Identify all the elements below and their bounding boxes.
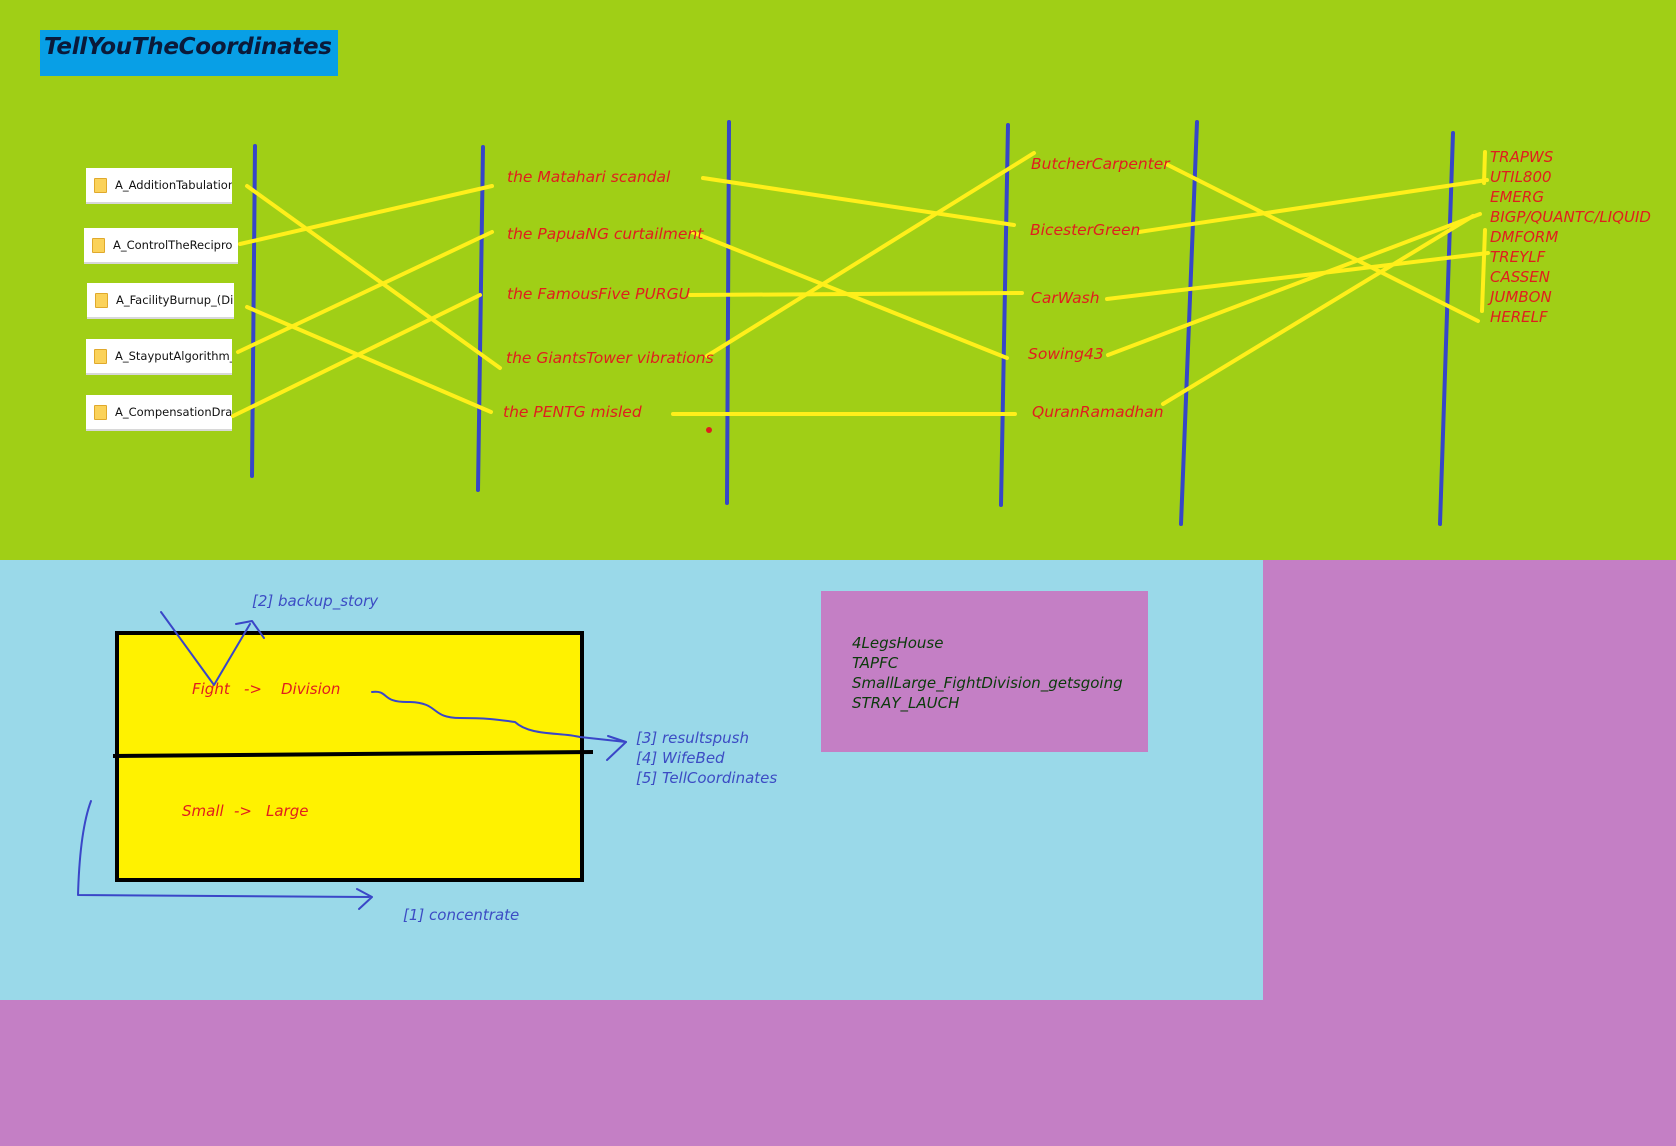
resultspush-path <box>371 690 627 743</box>
folder-label: A_ControlTheRecipro <box>113 238 233 252</box>
node-label: the PENTG misled <box>503 403 642 421</box>
division-label: Division <box>281 680 341 698</box>
node-label: the GiantsTower vibrations <box>506 349 714 367</box>
axis-line-3 <box>725 120 731 505</box>
folder-icon <box>94 404 107 420</box>
node-label: BicesterGreen <box>1030 221 1141 239</box>
arrow-text: -> <box>234 802 252 820</box>
link-line <box>238 184 494 246</box>
node-label: CarWash <box>1031 289 1100 307</box>
link-line <box>701 176 1016 227</box>
wifebed-note: [4] WifeBed <box>636 749 725 767</box>
node-label: JUMBON <box>1490 288 1552 306</box>
node-label: Sowing43 <box>1028 345 1104 363</box>
link-line <box>1106 212 1482 357</box>
resultspush-note: [3] resultspush <box>636 729 749 747</box>
axis-line-2 <box>476 145 485 492</box>
link-line <box>245 305 493 414</box>
fight-label: Fight <box>192 680 230 698</box>
red-dot <box>706 427 712 433</box>
folder-icon <box>94 348 107 364</box>
node-label: QuranRamadhan <box>1032 403 1164 421</box>
link-line <box>705 151 1036 358</box>
node-label: the Matahari scandal <box>507 168 671 186</box>
tellcoordinates-note: [5] TellCoordinates <box>636 769 778 787</box>
link-line <box>231 293 482 418</box>
node-label: UTIL800 <box>1490 168 1552 186</box>
folder-item[interactable]: A_FacilityBurnup_(Dic <box>87 283 234 319</box>
folder-item[interactable]: A_StayputAlgorithm_ <box>86 339 232 375</box>
note-item: STRAY_LAUCH <box>852 694 960 712</box>
concentrate-arrowhead <box>356 888 373 910</box>
folder-icon <box>95 292 108 308</box>
axis-line-4 <box>999 123 1010 507</box>
link-line <box>1137 178 1489 234</box>
divider-line <box>112 750 594 758</box>
bracket-line <box>1480 228 1487 313</box>
folder-label: A_CompensationDrar <box>115 405 232 419</box>
small-label: Small <box>182 802 224 820</box>
folder-label: A_FacilityBurnup_(Dic <box>116 293 234 307</box>
axis-line-6 <box>1438 131 1455 526</box>
link-line <box>245 184 502 370</box>
folder-item[interactable]: A_AdditionTabulation <box>86 168 232 204</box>
link-line <box>1161 214 1475 406</box>
node-label: BIGP/QUANTC/LIQUID <box>1490 208 1651 226</box>
backup-arrow <box>160 611 251 686</box>
node-label: CASSEN <box>1490 268 1550 286</box>
resultspush-arrowhead <box>606 735 627 761</box>
folder-label: A_StayputAlgorithm_ <box>115 349 232 363</box>
node-label: HERELF <box>1490 308 1548 326</box>
link-line <box>236 230 494 354</box>
page-title: TellYouTheCoordinates <box>44 34 332 60</box>
node-label: the FamousFive PURGU <box>507 285 690 303</box>
folder-icon <box>92 237 105 253</box>
backup-arrowhead <box>235 620 265 639</box>
concentrate-note: [1] concentrate <box>403 906 520 924</box>
node-label: TREYLF <box>1490 248 1546 266</box>
concentrate-path <box>77 800 370 898</box>
folder-label: A_AdditionTabulation <box>115 178 232 192</box>
node-label: DMFORM <box>1490 228 1559 246</box>
note-item: TAPFC <box>852 654 899 672</box>
arrow-text: -> <box>244 680 262 698</box>
bracket-line <box>1482 150 1487 185</box>
node-label: ButcherCarpenter <box>1031 155 1170 173</box>
large-label: Large <box>266 802 309 820</box>
note-item: SmallLarge_FightDivision_getsgoing <box>852 674 1123 692</box>
folder-icon <box>94 177 107 193</box>
link-line <box>1164 162 1480 323</box>
backup-story-note: [2] backup_story <box>252 592 379 610</box>
node-label: the PapuaNG curtailment <box>507 225 704 243</box>
title-banner: TellYouTheCoordinates <box>40 30 338 76</box>
link-line <box>1105 251 1490 301</box>
notes-box <box>821 591 1148 752</box>
link-line <box>688 291 1024 297</box>
folder-item[interactable]: A_ControlTheRecipro <box>84 228 238 264</box>
node-label: EMERG <box>1490 188 1544 206</box>
note-item: 4LegsHouse <box>852 634 944 652</box>
node-label: TRAPWS <box>1490 148 1554 166</box>
folder-item[interactable]: A_CompensationDrar <box>86 395 232 431</box>
